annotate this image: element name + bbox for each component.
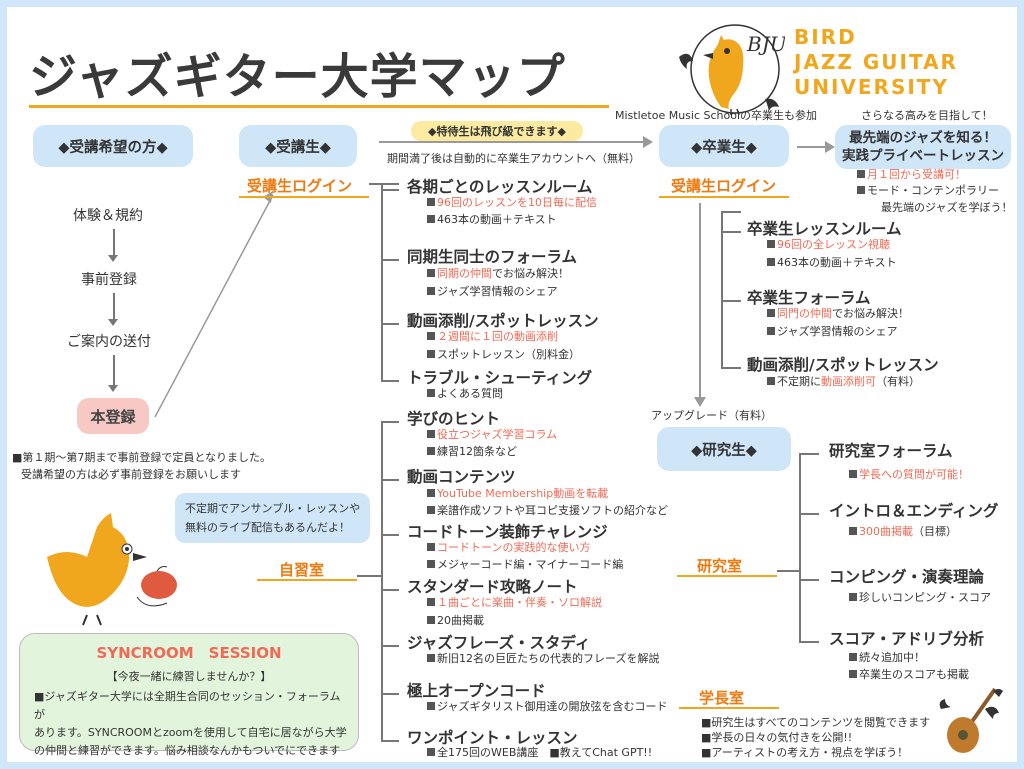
- graduate-login-link[interactable]: 受講生ログイン: [671, 177, 777, 195]
- upgrade-note: アップグレード（有料）: [651, 409, 772, 422]
- research-header[interactable]: ◆研究生◆: [657, 427, 791, 471]
- auto-graduate-note: 期間満了後は自動的に卒業生アカウントへ（無料）: [387, 152, 640, 165]
- bird-mascot-icon: [47, 513, 177, 626]
- arrow-register-to-student: [154, 191, 274, 418]
- private-tagline: さらなる高みを目指して！: [861, 109, 993, 122]
- sec-lesson-room[interactable]: 各期ごとのレッスンルーム: [407, 178, 593, 196]
- sec-video-contents[interactable]: 動画コンテンツ: [407, 468, 516, 486]
- sec-grad-forum[interactable]: 卒業生フォーラム: [747, 289, 871, 307]
- sec-peer-forum[interactable]: 同期生同士のフォーラム: [407, 248, 578, 266]
- bird-logo-icon: BJU: [679, 24, 785, 115]
- sec-grad-lesson-room[interactable]: 卒業生レッスンルーム: [747, 220, 902, 238]
- self-study-label[interactable]: 自習室: [279, 561, 325, 579]
- sec-open-chords[interactable]: 極上オープンコード: [407, 682, 546, 700]
- applicant-note: ■第１期〜第7期まで事前登録で定員となりました。: [12, 451, 272, 464]
- president-office-label[interactable]: 学長室: [699, 689, 745, 707]
- logo-text: BIRD JAZZ GUITAR UNIVERSITY: [794, 25, 958, 99]
- syncroom-box[interactable]: SYNCROOM SESSION 【今夜一緒に練習しませんか？】 ■ジャズギター…: [19, 633, 359, 757]
- sec-research-forum[interactable]: 研究室フォーラム: [829, 442, 953, 460]
- applicant-note-red: 受講希望の方は必ず事前登録をお願いします: [21, 468, 241, 481]
- sec-score-analysis[interactable]: スコア・アドリブ分析: [829, 630, 985, 648]
- student-header[interactable]: ◆受講生◆: [239, 125, 357, 167]
- applicant-header[interactable]: ◆受講希望の方◆: [33, 125, 193, 167]
- syncroom-title: SYNCROOM SESSION: [96, 644, 282, 662]
- mistletoe-note: Mistletoe Music Schoolの卒業生も参加: [615, 109, 818, 122]
- student-login-link[interactable]: 受講生ログイン: [247, 177, 353, 195]
- sec-grad-video-review[interactable]: 動画添削/スポットレッスン: [747, 356, 939, 374]
- syncroom-subtitle: 【今夜一緒に練習しませんか？】: [106, 670, 272, 683]
- title-underline: [29, 105, 609, 108]
- private-lesson-header[interactable]: 最先端のジャズを知る！ 実践プライベートレッスン: [835, 125, 1011, 169]
- speech-bubble: 不定期でアンサンブル・レッスンや 無料のライブ配信もあるんだよ！: [175, 493, 371, 543]
- step-trial: 体験＆規約: [73, 208, 143, 224]
- special-student-badge: ◆特待生は飛び級できます◆: [411, 121, 583, 141]
- research-room-label[interactable]: 研究室: [697, 557, 743, 575]
- step-guide: ご案内の送付: [67, 334, 151, 350]
- sec-comping-theory[interactable]: コンピング・演奏理論: [829, 568, 985, 586]
- map-canvas: ジャズギター大学マップ BJU BIRD JAZZ GUITAR UNIVERS…: [7, 7, 1017, 762]
- graduate-header[interactable]: ◆卒業生◆: [659, 125, 789, 167]
- sec-intro-ending[interactable]: イントロ＆エンディング: [829, 502, 999, 520]
- guitar-bird-icon: [939, 687, 1003, 753]
- sec-one-point-lesson[interactable]: ワンポイント・レッスン: [407, 729, 578, 747]
- syncroom-body: ■ジャズギター大学には全期生合同のセッション・フォーラムが あります。SYNCR…: [34, 690, 347, 757]
- sec-phrase-study[interactable]: ジャズフレーズ・スタディ: [407, 634, 591, 652]
- final-register-button[interactable]: 本登録: [77, 398, 149, 434]
- step-pre-register: 事前登録: [81, 272, 137, 288]
- sec-chord-tone[interactable]: コードトーン装飾チャレンジ: [407, 523, 608, 541]
- sec-troubleshooting[interactable]: トラブル・シューティング: [407, 369, 593, 387]
- sec-video-review[interactable]: 動画添削/スポットレッスン: [407, 312, 599, 330]
- sec-learning-tips[interactable]: 学びのヒント: [407, 410, 501, 428]
- sec-standard-notes[interactable]: スタンダード攻略ノート: [407, 578, 578, 596]
- page-title: ジャズギター大学マップ: [29, 49, 566, 105]
- logo-monogram: BJU: [746, 32, 785, 56]
